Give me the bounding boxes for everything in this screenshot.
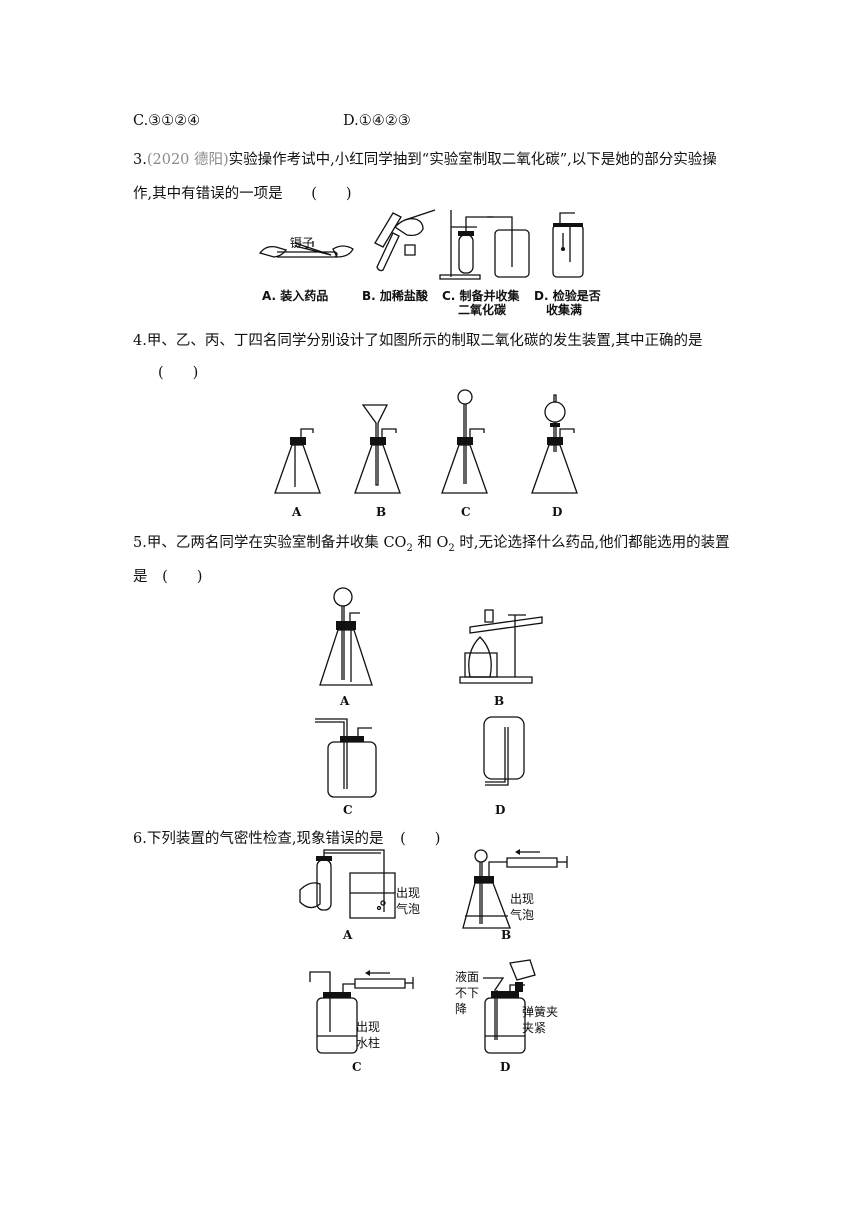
answer-bracket: ( ) bbox=[158, 365, 199, 381]
question-text: 时,无论选择什么药品,他们都能选用的装置 bbox=[454, 535, 730, 551]
q6-a-note-line1: 出现 bbox=[396, 886, 421, 900]
question-5-line-1: 5.甲、乙两名同学在实验室制备并收集 CO2 和 O2 时,无论选择什么药品,他… bbox=[133, 531, 730, 554]
answer-bracket: ( ) bbox=[400, 831, 441, 847]
apparatus-d bbox=[484, 717, 524, 785]
option-d-caption: D. 检验是否 bbox=[534, 289, 601, 303]
q5-label-d: D bbox=[495, 803, 506, 817]
q6-d-right-note-line1: 弹簧夹 bbox=[522, 1005, 559, 1019]
flask-b-with-funnel bbox=[355, 405, 400, 493]
q6-figure-bottom bbox=[305, 958, 565, 1058]
q6-d-left-note-line3: 降 bbox=[455, 1002, 468, 1016]
q5-label-b: B bbox=[494, 694, 505, 708]
q4-label-a: A bbox=[292, 505, 302, 519]
option-a-caption: A. 装入药品 bbox=[262, 289, 329, 303]
flask-a bbox=[275, 429, 320, 493]
question-text: 5.甲、乙两名同学在实验室制备并收集 CO bbox=[133, 535, 407, 551]
q4-figure bbox=[270, 385, 600, 500]
q6-label-b: B bbox=[501, 928, 512, 942]
q5-figure-bottom bbox=[310, 712, 550, 802]
question-5-line-2: 是 ( ) bbox=[133, 565, 202, 586]
apparatus-a bbox=[320, 588, 372, 685]
q6-d-left-note-line2: 不下 bbox=[455, 986, 480, 1000]
apparatus-a-hand-tube-beaker bbox=[300, 850, 395, 918]
option-b-caption: B. 加稀盐酸 bbox=[362, 289, 428, 303]
option-c-caption-line2: 二氧化碳 bbox=[458, 303, 507, 317]
q6-d-right-note-line2: 夹紧 bbox=[522, 1021, 547, 1035]
apparatus-d-funnel-bottle-clip bbox=[483, 960, 535, 1053]
question-text: 实验操作考试中,小红同学抽到“实验室制取二氧化碳”,以下是她的部分实验操 bbox=[228, 152, 717, 168]
apparatus-b-syringe-flask bbox=[463, 849, 567, 928]
question-3-line-1: 3.(2020 德阳)实验操作考试中,小红同学抽到“实验室制取二氧化碳”,以下是… bbox=[133, 148, 717, 169]
apparatus-c-syringe-bottle bbox=[310, 970, 413, 1053]
question-source: (2020 德阳) bbox=[146, 152, 229, 168]
q6-b-note-line2: 气泡 bbox=[510, 908, 535, 922]
pouring-acid-illustration bbox=[375, 210, 435, 271]
q6-label-c: C bbox=[352, 1060, 362, 1074]
q5-label-c: C bbox=[343, 803, 353, 817]
q6-d-left-note-line1: 液面 bbox=[455, 970, 480, 984]
question-3-line-2: 作,其中有错误的一项是 ( ) bbox=[133, 182, 352, 203]
option-c-caption: C. 制备并收集 bbox=[442, 289, 520, 303]
question-number: 3. bbox=[133, 152, 147, 168]
q6-figure-top bbox=[295, 849, 575, 938]
q6-label-d: D bbox=[500, 1060, 511, 1074]
answer-bracket: ( ) bbox=[162, 569, 203, 585]
q4-label-d: D bbox=[552, 505, 563, 519]
question-6-line: 6.下列装置的气密性检查,现象错误的是 ( ) bbox=[133, 827, 440, 848]
flask-d-separatory-funnel bbox=[532, 395, 577, 493]
tube-with-tweezers-illustration bbox=[260, 241, 353, 257]
subscript: 2 bbox=[448, 542, 455, 554]
tweezers-label: 镊子 bbox=[290, 236, 315, 250]
option-d: D.①④②③ bbox=[343, 113, 411, 129]
question-text: 是 bbox=[133, 569, 148, 585]
q6-c-note-line2: 水柱 bbox=[356, 1036, 381, 1050]
question-4-line-1: 4.甲、乙、丙、丁四名同学分别设计了如图所示的制取二氧化碳的发生装置,其中正确的… bbox=[133, 333, 703, 349]
question-text: 作,其中有错误的一项是 bbox=[133, 186, 283, 202]
flask-c-long-neck-funnel bbox=[442, 390, 487, 493]
generation-and-collection-setup bbox=[440, 210, 529, 279]
subscript: 2 bbox=[406, 542, 413, 554]
apparatus-c bbox=[315, 719, 376, 797]
question-text: 6.下列装置的气密性检查,现象错误的是 bbox=[133, 831, 384, 847]
answer-bracket: ( ) bbox=[311, 186, 352, 202]
q6-label-a: A bbox=[343, 928, 353, 942]
q5-figure-top bbox=[310, 585, 550, 690]
option-d-caption-line2: 收集满 bbox=[546, 303, 583, 317]
q6-c-note-line1: 出现 bbox=[356, 1020, 381, 1034]
option-c: C.③①②④ bbox=[133, 113, 201, 129]
apparatus-b bbox=[460, 610, 542, 683]
q6-b-note-line1: 出现 bbox=[510, 892, 535, 906]
question-text: 和 O bbox=[412, 535, 449, 551]
check-full-illustration bbox=[553, 213, 583, 277]
q4-label-c: C bbox=[461, 505, 471, 519]
q6-a-note-line2: 气泡 bbox=[396, 902, 421, 916]
q4-label-b: B bbox=[376, 505, 387, 519]
q5-label-a: A bbox=[340, 694, 350, 708]
q3-figure bbox=[255, 205, 605, 290]
